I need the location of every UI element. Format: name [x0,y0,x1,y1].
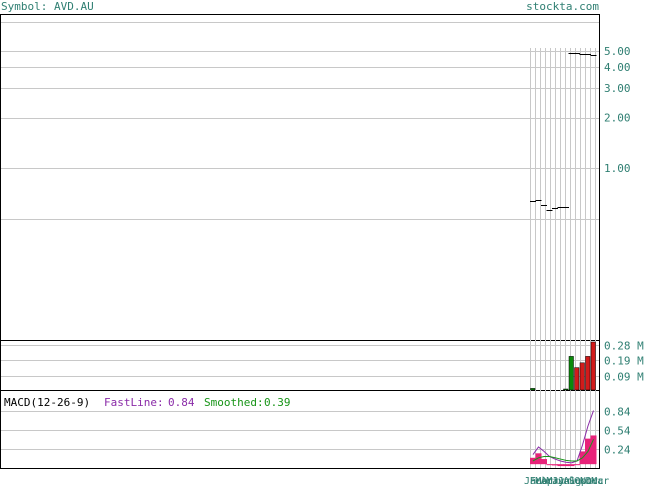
x-tick-label: Jun [552,476,570,486]
price-grid [1,22,599,468]
macd-fastline [532,410,594,464]
macd-smoothed-label: Smoothed: [204,396,264,409]
macd-title: MACD(12-26-9) [4,396,90,409]
macd-tick-label: 0.24 [604,444,631,457]
x-tick-label: Mar [535,476,553,486]
x-tick-label: Dec [586,476,604,486]
price-tick-label: 1.00 [604,162,631,175]
macd-histogram-bar [546,464,553,466]
volume-axis: 0.28 M 0.19 M 0.09 M [604,340,644,384]
macd-axis: 0.84 0.54 0.24 [604,406,631,457]
macd-tick-label: 0.84 [604,406,631,419]
volume-bar [563,388,569,391]
volume-grid [1,345,599,377]
volume-tick-label: 0.09 M [604,371,644,384]
price-tick-label: 4.00 [604,61,631,74]
macd-histogram-bar [563,464,569,467]
macd-marks [530,410,597,467]
volume-panel-frame [0,340,600,391]
volume-bar [530,388,536,391]
volume-marks [530,341,596,391]
macd-grid [1,411,599,450]
macd-fast-label: FastLine: [104,396,164,409]
volume-tick-label: 0.28 M [604,340,644,353]
price-axis: 5.00 4.00 3.00 2.00 1.00 [604,45,631,175]
price-panel-frame [0,14,600,341]
macd-smoothed-line [532,439,594,462]
macd-histogram-bar [590,435,597,465]
site-link[interactable]: stockta.com [526,0,599,13]
x-tick-label: Sep [569,476,587,486]
volume-bar [568,356,574,391]
macd-fast-value: 0.84 [168,396,195,409]
x-tick-label: Mar [591,476,609,486]
price-tick-label: 2.00 [604,112,631,125]
macd-histogram-bar [574,464,580,466]
volume-bar [579,362,585,391]
macd-histogram-bar [535,453,542,465]
macd-tick-label: 0.54 [604,425,631,438]
macd-histogram-bar [541,459,547,465]
x-tick-label: Feb [530,476,548,486]
x-tick-label: Apr [541,476,559,486]
x-tick-label: May [546,476,564,486]
symbol-label: Symbol: AVD.AU [1,0,94,13]
price-tick-label: 3.00 [604,82,631,95]
macd-panel-frame [0,390,600,469]
macd-histogram-bar [557,464,564,467]
price-marks [530,53,597,211]
x-tick-label: Oct [574,476,592,486]
x-tick-label: Aug [563,476,581,486]
volume-bar [590,341,596,391]
volume-tick-label: 0.19 M [604,355,644,368]
x-tick-label: Nov [580,476,598,486]
x-tick-label: Jul [558,476,576,486]
price-tick-label: 5.00 [604,45,631,58]
macd-histogram-bar [552,464,558,466]
macd-smoothed-value: 0.39 [264,396,291,409]
x-tick-label: Jan [524,476,542,486]
macd-histogram-bar [568,464,575,467]
volume-bar [574,367,580,391]
volume-bar [585,356,591,391]
